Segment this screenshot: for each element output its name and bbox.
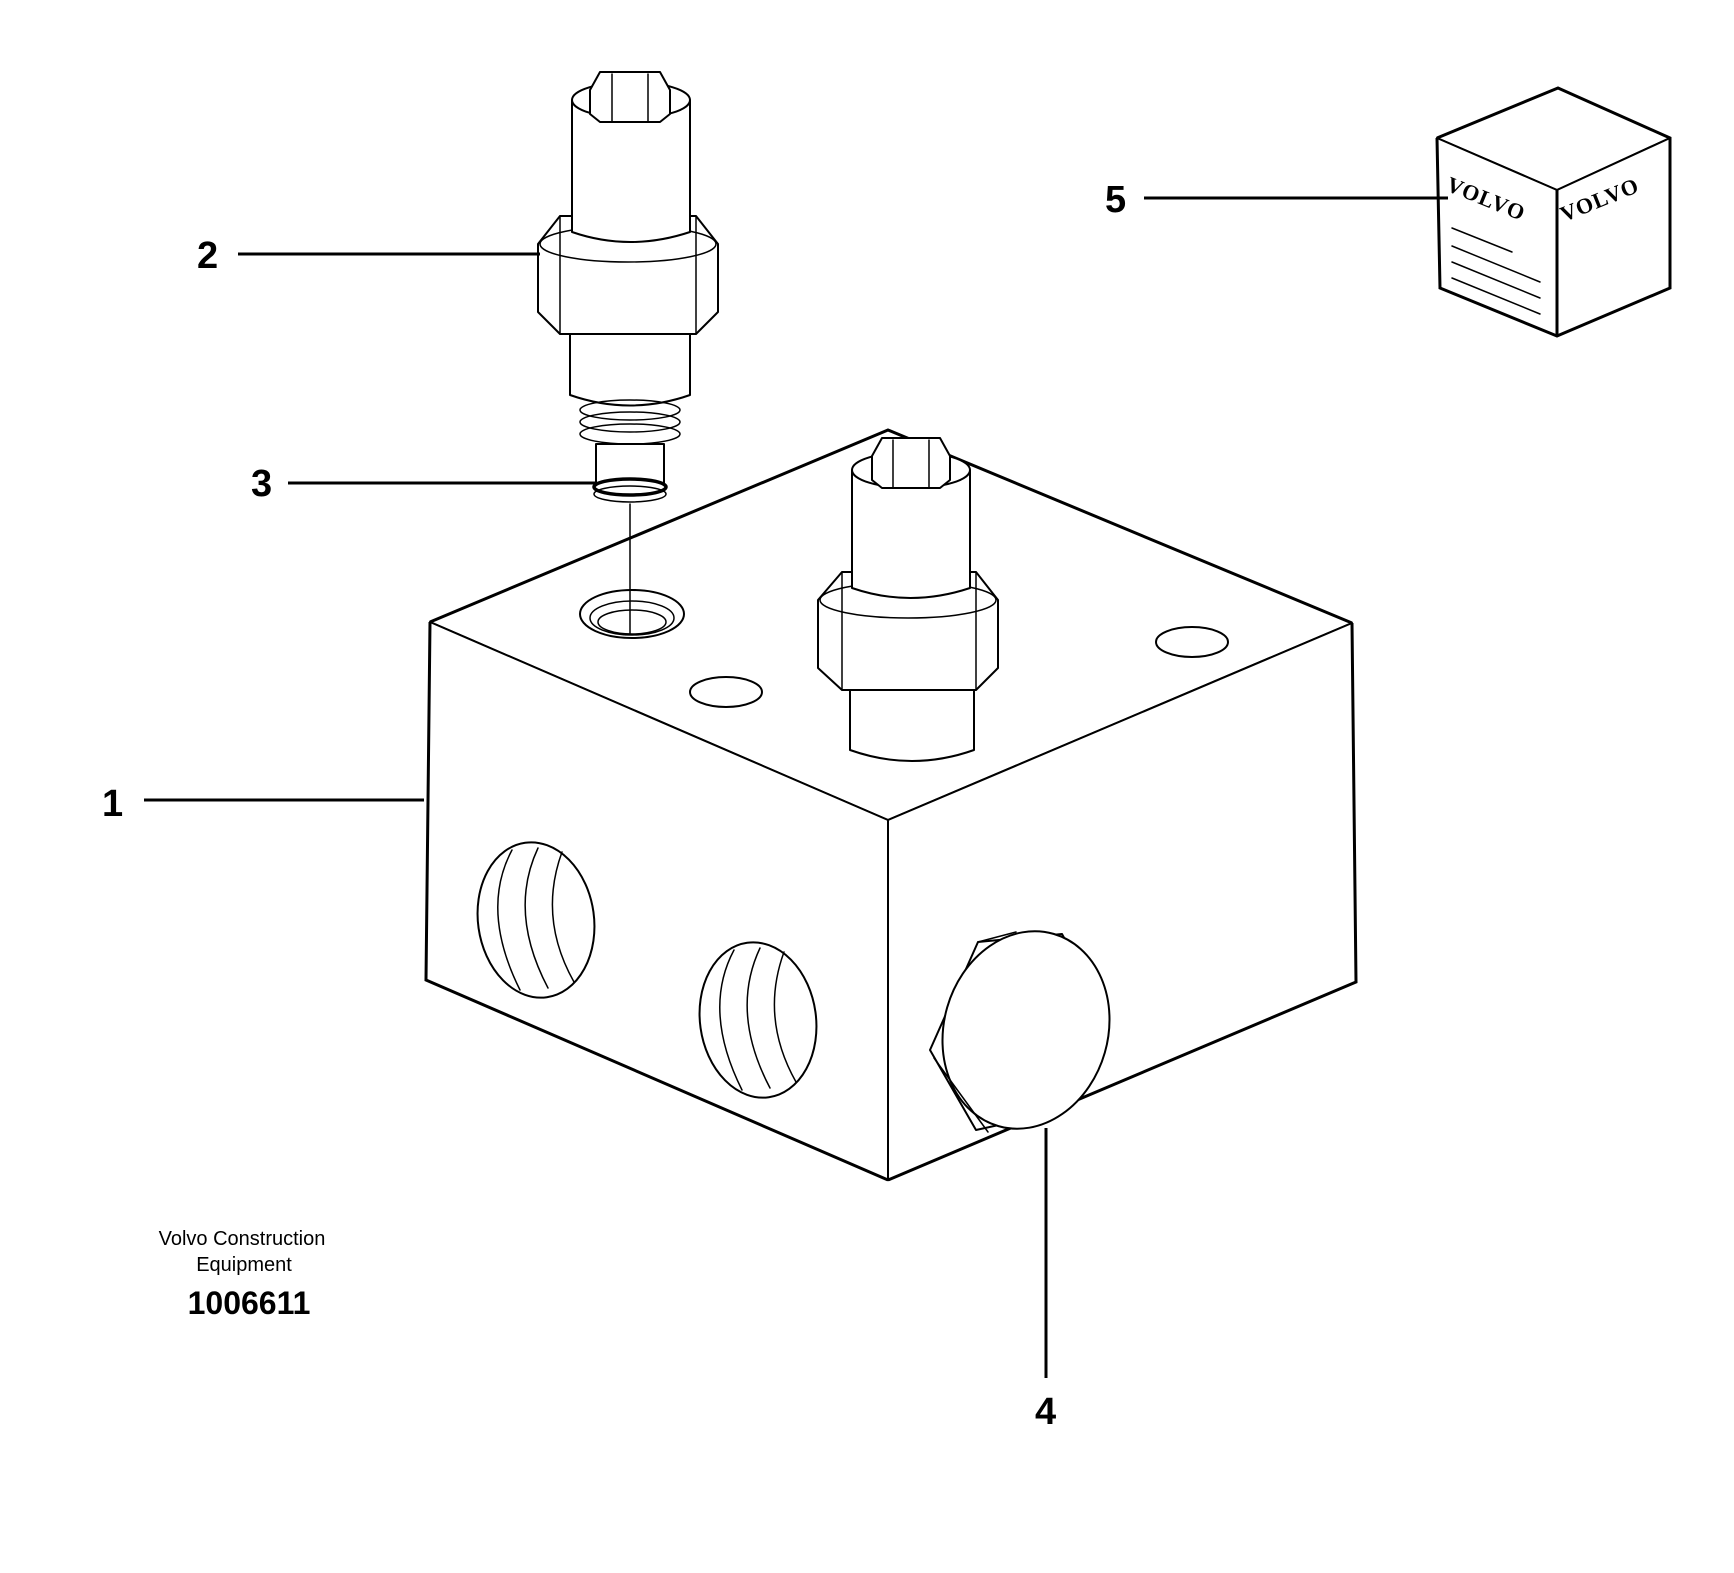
block-outline-left: [424, 621, 889, 1182]
port-hole-top-left: [689, 676, 763, 708]
block-outline-top: [429, 428, 1353, 625]
volvo-package-cube: VOLVO VOLVO: [1435, 86, 1672, 338]
footer-company-line1: Volvo Construction: [159, 1228, 326, 1250]
hex-plug: [929, 930, 1111, 1133]
installed-valve-cartridge: [817, 437, 999, 762]
threaded-port-side-1: [476, 841, 596, 999]
relief-valve-cartridge: [537, 71, 719, 493]
threaded-port-top: [579, 589, 685, 639]
callout-4: 4: [1035, 1391, 1056, 1433]
callout-5: 5: [1105, 179, 1126, 221]
callout-1: 1: [102, 783, 123, 825]
footer-company-line2: Equipment: [196, 1254, 292, 1276]
port-hole-top-right: [1155, 626, 1229, 658]
callout-3: 3: [251, 463, 272, 505]
o-ring: [592, 477, 668, 503]
footer-drawing-number: 1006611: [188, 1285, 311, 1321]
threaded-port-side-2: [698, 941, 818, 1099]
callout-2: 2: [197, 235, 218, 277]
